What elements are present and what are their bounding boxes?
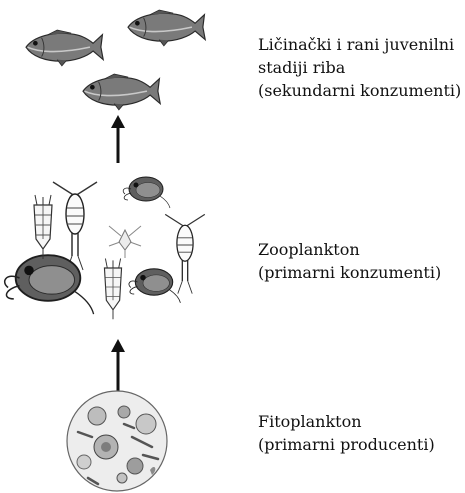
phytoplankton-label-line-1: Fitoplankton <box>258 410 435 433</box>
cladoceran-icon-2 <box>5 255 94 314</box>
rotifer-icon-1 <box>34 195 52 259</box>
fish-level-label: Ličinački i rani juvenilni stadiji riba … <box>258 33 461 102</box>
nauplius-icon <box>109 226 141 258</box>
fish-label-line-3: (sekundarni konzumenti) <box>258 79 461 102</box>
fish-icon-3 <box>83 74 160 110</box>
fish-icon-2 <box>128 10 205 46</box>
arrow-up-icon <box>111 339 125 394</box>
zooplankton-level-label: Zooplankton (primarni konzumenti) <box>258 238 441 284</box>
zooplankton-label-line-1: Zooplankton <box>258 238 441 261</box>
rotifer-icon-2 <box>104 259 121 320</box>
fish-icon-1 <box>26 30 103 66</box>
cladoceran-icon-3 <box>129 269 180 303</box>
cladoceran-icon-1 <box>123 177 170 208</box>
zooplankton-label-line-2: (primarni konzumenti) <box>258 261 441 284</box>
phytoplankton-sample-icon <box>67 391 167 491</box>
phytoplankton-level-label: Fitoplankton (primarni producenti) <box>258 410 435 456</box>
fish-label-line-1: Ličinački i rani juvenilni <box>258 33 461 56</box>
fish-label-line-2: stadiji riba <box>258 56 461 79</box>
phytoplankton-label-line-2: (primarni producenti) <box>258 433 435 456</box>
arrow-up-icon <box>111 115 125 163</box>
